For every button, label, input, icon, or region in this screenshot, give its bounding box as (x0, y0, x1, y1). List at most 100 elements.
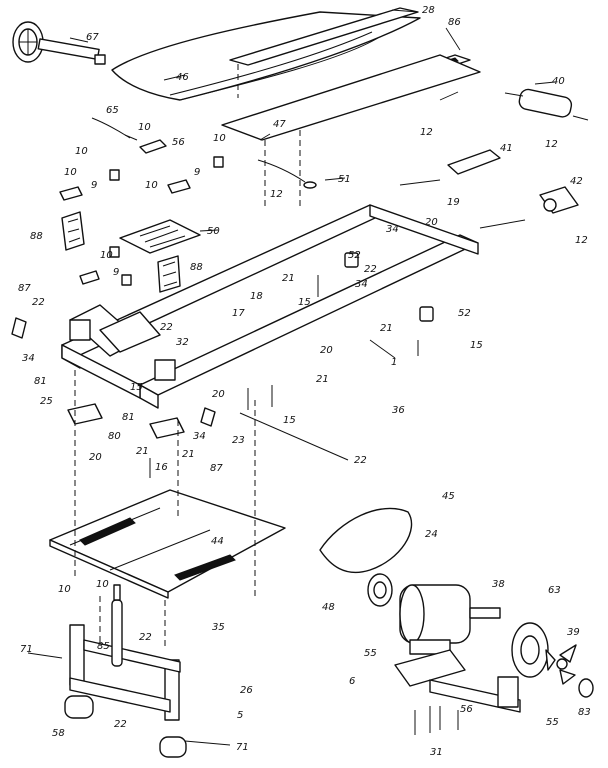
wheels-58 (64, 695, 187, 758)
callout-15d: 15 (130, 382, 143, 393)
fan-39 (545, 644, 577, 685)
callout-50: 50 (207, 226, 220, 237)
clip-56 (139, 139, 167, 154)
callout-45: 45 (442, 491, 455, 502)
callout-20c: 20 (212, 389, 225, 400)
callout-12c: 12 (270, 189, 283, 200)
callout-15a: 15 (298, 297, 311, 308)
callout-5: 5 (237, 710, 244, 721)
callout-81a: 81 (34, 376, 47, 387)
callout-81b: 81 (122, 412, 135, 423)
leveler-feet-52 (344, 252, 434, 322)
callout-35: 35 (212, 622, 225, 633)
callout-85: 85 (97, 641, 110, 652)
shock-85 (111, 584, 123, 667)
callout-10f: 10 (100, 250, 113, 261)
callout-10h: 10 (96, 579, 109, 590)
callout-1: 1 (391, 357, 398, 368)
knob-87-left (11, 317, 27, 339)
rear-roller-40 (504, 88, 589, 121)
callout-56: 56 (172, 137, 185, 148)
bolts-15 (149, 275, 419, 478)
callout-86: 86 (448, 17, 461, 28)
callout-67: 67 (86, 32, 99, 43)
callout-20a: 20 (425, 217, 438, 228)
assembly-guide-lines (74, 130, 301, 650)
callout-15b: 15 (470, 340, 483, 351)
callout-41: 41 (500, 143, 513, 154)
sensor-41 (447, 149, 501, 175)
callout-80: 80 (108, 431, 121, 442)
knob-83 (578, 678, 594, 698)
callout-55b: 55 (546, 717, 559, 728)
callout-39: 39 (567, 627, 580, 638)
callout-88b: 88 (190, 262, 203, 273)
callout-56: 56 (460, 704, 473, 715)
front-roller-67 (12, 21, 106, 65)
callout-87b: 87 (210, 463, 223, 474)
callout-21b: 21 (380, 323, 393, 334)
callout-21c: 21 (316, 374, 329, 385)
callout-32: 32 (176, 337, 189, 348)
callout-44: 44 (211, 536, 224, 547)
callout-34c: 34 (22, 353, 35, 364)
mounting-bracket-88-left (61, 211, 85, 251)
callout-26: 26 (240, 685, 253, 696)
callout-38: 38 (492, 579, 505, 590)
callout-10c: 10 (75, 146, 88, 157)
callout-48: 48 (322, 602, 335, 613)
callout-23: 23 (232, 435, 245, 446)
callout-83: 83 (578, 707, 591, 718)
callout-12b: 12 (545, 139, 558, 150)
callout-9b: 9 (91, 180, 98, 191)
callout-58: 58 (52, 728, 65, 739)
callout-16: 16 (155, 462, 168, 473)
bolt-19 (399, 179, 526, 229)
wire-harness-65 (91, 117, 138, 141)
motor-cover-44 (49, 489, 286, 599)
motor-bracket-6 (394, 649, 521, 713)
callout-10g: 10 (58, 584, 71, 595)
callout-19: 19 (447, 197, 460, 208)
callout-10d: 10 (64, 167, 77, 178)
drive-belt-45 (319, 507, 413, 574)
callout-34b: 34 (355, 279, 368, 290)
callout-9c: 9 (113, 267, 120, 278)
bolts-71 (27, 652, 231, 746)
callout-40: 40 (552, 76, 565, 87)
callout-63: 63 (548, 585, 561, 596)
cable-51 (257, 159, 317, 189)
callout-21e: 21 (182, 449, 195, 460)
callout-46: 46 (176, 72, 189, 83)
rod-36 (239, 412, 349, 461)
callout-42: 42 (570, 176, 583, 187)
bumpers-80 (67, 403, 185, 439)
callout-22d: 22 (354, 455, 367, 466)
callout-52a: 52 (348, 250, 361, 261)
callout-34a: 34 (386, 224, 399, 235)
callout-20b: 20 (320, 345, 333, 356)
callout-71a: 71 (20, 644, 33, 655)
callout-18: 18 (250, 291, 263, 302)
callout-12a: 12 (420, 127, 433, 138)
lower-frame-5 (69, 624, 181, 721)
deck-board-47 (221, 54, 481, 141)
callout-36: 36 (392, 405, 405, 416)
pulley-48 (367, 573, 393, 607)
drive-motor-38 (399, 584, 501, 655)
callout-28: 28 (422, 5, 435, 16)
flywheel-63 (511, 622, 549, 678)
mounting-bracket-88-right (157, 255, 181, 293)
callout-21a: 21 (282, 273, 295, 284)
callout-22a: 22 (364, 264, 377, 275)
callout-22e: 22 (139, 632, 152, 643)
callout-71b: 71 (236, 742, 249, 753)
callout-55a: 55 (364, 648, 377, 659)
callout-47: 47 (273, 119, 286, 130)
callout-15c: 15 (283, 415, 296, 426)
clips-10 (109, 156, 224, 286)
knob-87-right (200, 407, 216, 427)
callout-6: 6 (349, 676, 356, 687)
